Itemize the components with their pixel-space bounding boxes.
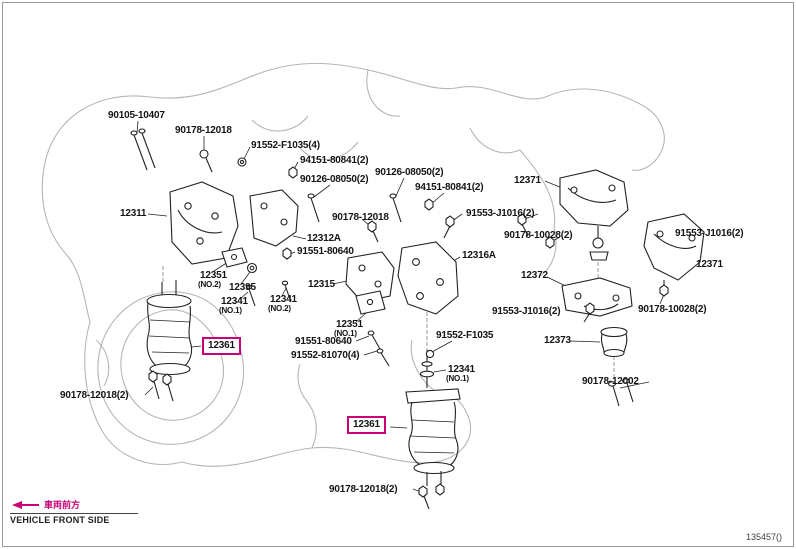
part-label: 90178-12018 [332, 212, 389, 223]
bolt-91551-80640-bottom [367, 330, 381, 350]
part-label: 94151-80841(2) [300, 155, 369, 166]
part-label: 12341 [270, 294, 297, 305]
bolt-91553-J1016-center-b [517, 213, 529, 237]
part-label: 94151-80841(2) [415, 182, 484, 193]
bracket-12372 [561, 277, 633, 317]
bolt-90105-10407 [130, 128, 156, 171]
bracket-12312A [249, 189, 299, 247]
part-label: 12341 [221, 296, 248, 307]
part-label: 12371 [696, 259, 723, 270]
mount-insulator-12361-left [146, 280, 193, 376]
vehicle-front-arrow-icon [12, 500, 39, 509]
part-label: 91552-F1035 [436, 330, 494, 341]
bolt-90178-12018-bottom [418, 483, 445, 510]
bolt-90178-12002 [608, 378, 634, 407]
part-label-suffix: (NO.2) [198, 280, 221, 289]
part-label: 91553-J1016(2) [492, 306, 561, 317]
nut-90178-12018-center [367, 220, 379, 243]
part-label-highlighted[interactable]: 12361 [202, 337, 241, 355]
vehicle-front-indicator: 車両前方 VEHICLE FRONT SIDE [10, 498, 138, 525]
bolt-12341-no1 [245, 284, 256, 307]
bracket-12371-right [643, 213, 705, 288]
part-label: 12373 [544, 335, 571, 346]
bolt-12341-no2 [281, 280, 292, 303]
part-label: 90126-08050(2) [375, 167, 444, 178]
part-label-suffix: (NO.2) [268, 304, 291, 313]
part-label: 91551-80640 [295, 336, 352, 347]
part-label: 90178-10028(2) [504, 230, 573, 241]
part-label: 90178-12018(2) [329, 484, 398, 495]
part-label: 12372 [521, 270, 548, 281]
part-label: 12351 [336, 319, 363, 330]
part-label: 91553-J1016(2) [675, 228, 744, 239]
bolt-91553-J1016-center-a [443, 215, 455, 239]
part-label: 12312A [307, 233, 341, 244]
part-label: 90126-08050(2) [300, 174, 369, 185]
part-label-suffix: (NO.1) [219, 306, 242, 315]
washer-91552-F1035-bottom [425, 349, 435, 359]
part-label: 90178-12002 [582, 376, 639, 387]
nut-90178-10028-a [545, 236, 555, 249]
vehicle-front-en-label: VEHICLE FRONT SIDE [10, 513, 138, 525]
bolt-90178-12018-top [199, 149, 213, 173]
part-label: 91551-80640 [297, 246, 354, 257]
bracket-12315 [345, 251, 395, 303]
figure-code: 135457() [745, 532, 782, 542]
bracket-12351-no1 [355, 290, 386, 315]
part-shapes [130, 128, 705, 510]
part-label: 91552-81070(4) [291, 350, 360, 361]
bolt-90178-12018-left [148, 370, 174, 402]
bracket-12316A [397, 241, 459, 315]
washer-91552-F1035-top [237, 157, 247, 167]
part-label: 12341 [448, 364, 475, 375]
part-label: 12371 [514, 175, 541, 186]
part-label: 12316A [462, 250, 496, 261]
part-label: 90178-10028(2) [638, 304, 707, 315]
part-label: 90178-12018(2) [60, 390, 129, 401]
bracket-12371-top [559, 169, 629, 261]
stud-90126-08050-a [307, 193, 320, 223]
part-label: 12395 [229, 282, 256, 293]
cushion-12373 [600, 326, 628, 358]
nut-94151-80841-a [288, 166, 298, 179]
bolt-91553-J1016-bottom [583, 302, 595, 323]
part-label: 12351 [200, 270, 227, 281]
part-label-suffix: (NO.1) [446, 374, 469, 383]
bracket-12351-no2 [221, 247, 248, 268]
part-label: 90178-12018 [175, 125, 232, 136]
part-label-highlighted[interactable]: 12361 [347, 416, 386, 434]
part-label-suffix: (NO.1) [334, 329, 357, 338]
part-label: 90105-10407 [108, 110, 165, 121]
bracket-12311 [169, 181, 239, 265]
bolt-91552-81070 [376, 348, 390, 367]
nut-94151-80841-b [424, 198, 434, 211]
damper-12395 [246, 262, 258, 274]
engine-outline [41, 62, 665, 467]
part-label: 12311 [120, 208, 147, 219]
nut-90178-10028-right [659, 284, 669, 297]
part-label: 91552-F1035(4) [251, 140, 320, 151]
nut-91551-80640-top [282, 247, 292, 260]
vehicle-front-jp-label: 車両前方 [44, 500, 81, 510]
part-label: 12315 [308, 279, 335, 290]
part-label: 91553-J1016(2) [466, 208, 535, 219]
vehicle-front-jp-row: 車両前方 [10, 498, 138, 511]
stud-90126-08050-b [389, 193, 402, 223]
